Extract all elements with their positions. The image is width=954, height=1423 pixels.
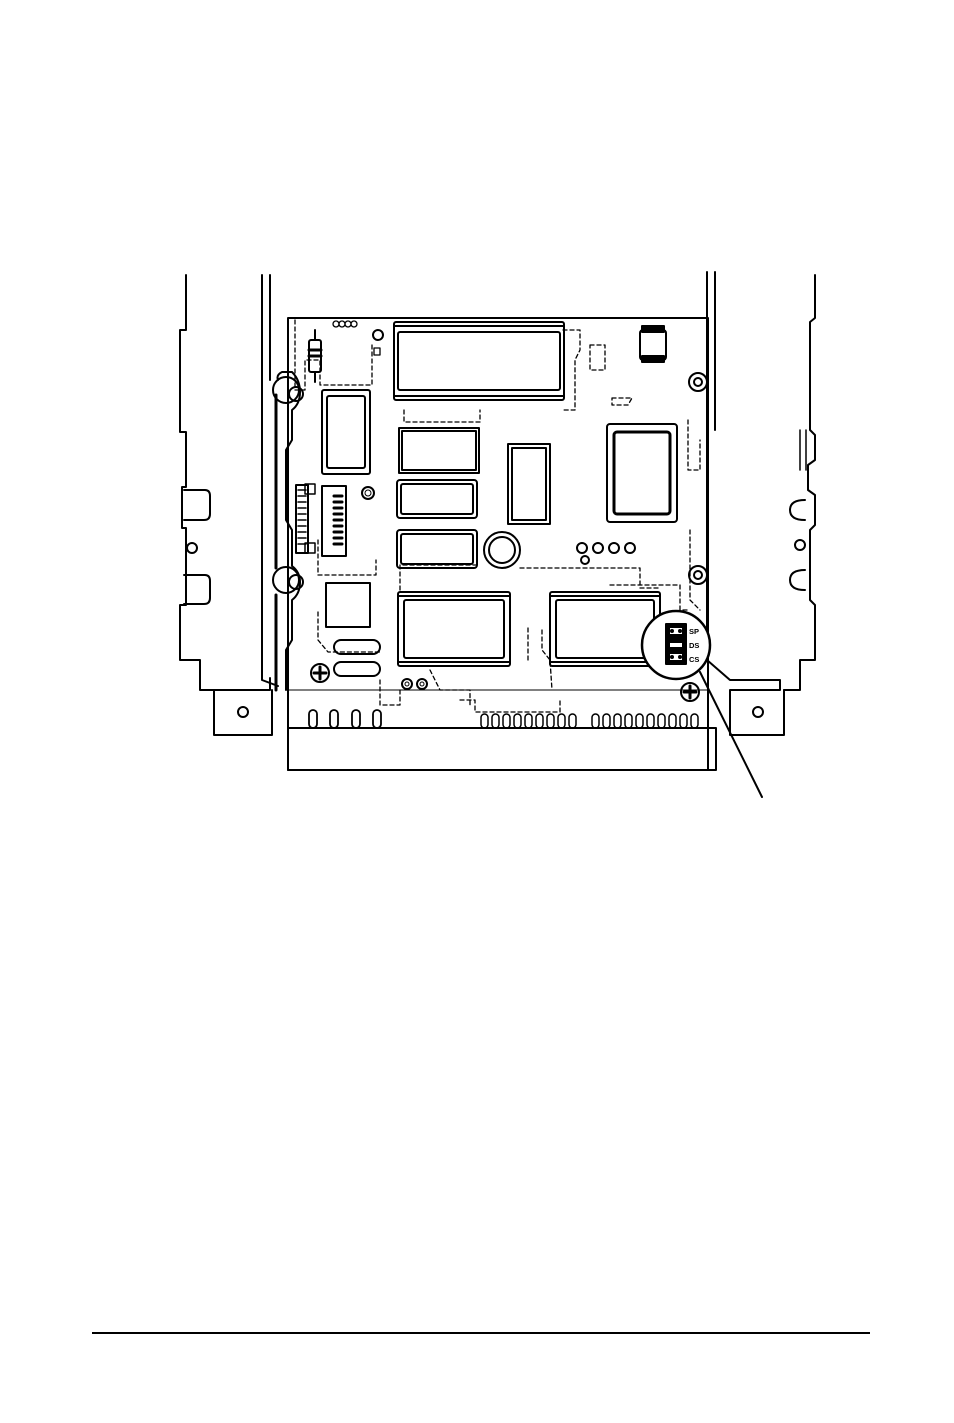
large-qfp-left	[398, 592, 510, 666]
jumper-label-sp: SP	[689, 627, 699, 636]
test-pads	[577, 543, 635, 564]
ic-stack-1	[399, 428, 479, 473]
via-hole-inner	[365, 490, 371, 496]
page-footer-rule	[92, 1332, 870, 1334]
right-chassis-rail	[707, 272, 815, 735]
ic-stack-3	[397, 530, 477, 568]
screw-left	[311, 664, 329, 682]
via-hole	[373, 330, 383, 340]
round-capacitor	[484, 532, 520, 568]
square-chip	[607, 424, 677, 522]
jumper-label-ds: DS	[689, 641, 699, 650]
ic-stack-2	[397, 480, 477, 518]
large-top-ic	[394, 322, 564, 400]
edge-connector-pins	[481, 714, 698, 728]
via-hole	[362, 487, 374, 499]
small-square-chip	[326, 583, 370, 627]
middle-vertical-ic	[508, 444, 550, 524]
left-vertical-ic	[322, 390, 370, 474]
crystal	[640, 326, 666, 362]
edge-connector-left	[309, 710, 381, 728]
oval-pads	[334, 640, 380, 676]
small-connector-dots	[333, 321, 357, 327]
resistor	[309, 330, 321, 382]
screw-right	[681, 683, 699, 701]
flex-connector	[296, 484, 346, 556]
board-mount-holes	[689, 373, 707, 584]
circuit-board	[288, 318, 716, 770]
jumper-label-cs: CS	[689, 655, 699, 664]
jumper-block	[666, 624, 686, 664]
left-chassis-rail	[180, 275, 278, 735]
small-pad	[374, 348, 380, 355]
bottom-pads	[402, 679, 427, 689]
